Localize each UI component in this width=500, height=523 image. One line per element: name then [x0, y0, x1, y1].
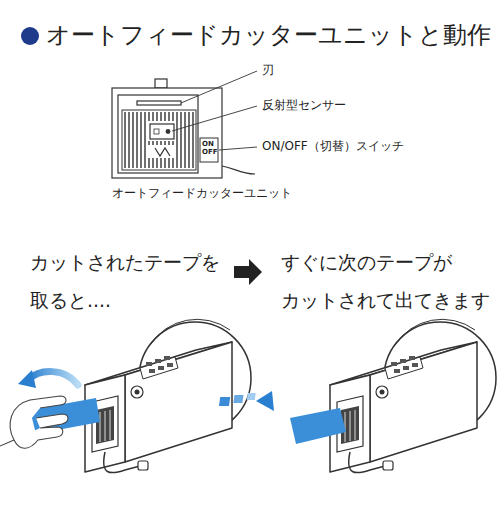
- title: オートフィードカッターユニットと動作: [46, 20, 491, 50]
- part-label: 反射型センサー: [262, 98, 346, 113]
- step-arrow: [234, 259, 262, 285]
- switch-label: ON OFF: [202, 140, 217, 156]
- tape-dispenser: [0, 319, 251, 472]
- leader-line: [172, 71, 257, 150]
- part-label: 刃: [262, 63, 274, 78]
- step-text: カットされたテープを 取ると....: [30, 243, 230, 319]
- unit-caption: オートフィードカッターユニット: [112, 186, 292, 201]
- part-label: ON/OFF（切替）スイッチ: [262, 139, 404, 154]
- tape-dispenser: [219, 319, 496, 472]
- cutter-unit: [112, 79, 255, 178]
- step-text: すぐに次のテープが カットされて出てきます: [281, 243, 495, 319]
- title-bullet: [21, 27, 39, 45]
